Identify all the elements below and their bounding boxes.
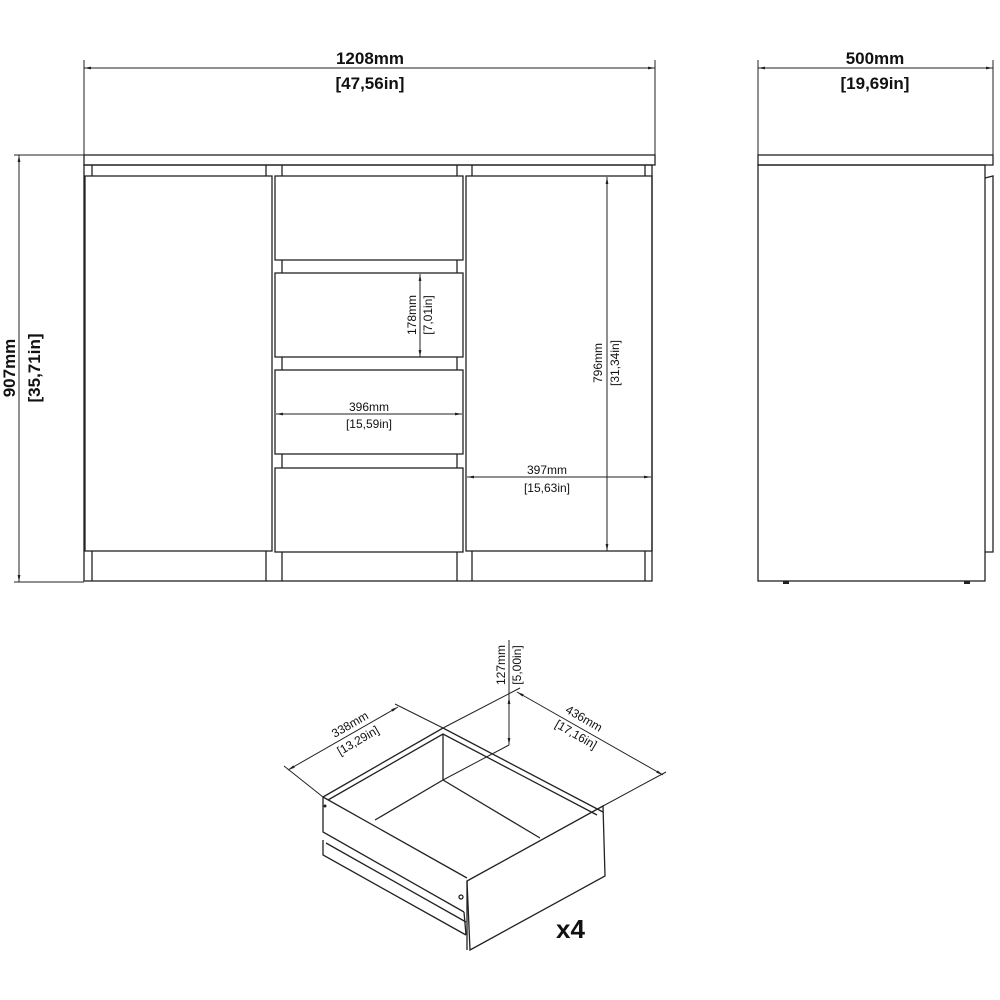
drawer-front-4 xyxy=(274,467,464,553)
depth-in-label: [19,69in] xyxy=(841,74,910,93)
left-door xyxy=(84,175,273,552)
drawer-width-mm-label: 396mm xyxy=(349,400,389,414)
door-height-mm-label: 796mm xyxy=(591,343,605,383)
drawer-detail: 338mm [13,29in] 436mm [17,16in] 127mm [5… xyxy=(283,640,667,952)
drawer-height-mm-label: 178mm xyxy=(405,295,419,335)
drawer-height-in-label: [7,01in] xyxy=(421,295,435,334)
drawer-front-3 xyxy=(274,369,464,455)
top-board xyxy=(83,154,656,166)
carcass xyxy=(83,164,653,582)
drawer-front-2 xyxy=(274,272,464,358)
drawer-front-panel xyxy=(466,804,606,952)
right-door xyxy=(465,175,653,552)
door-width-in-label: [15,63in] xyxy=(524,481,570,495)
width-in-label: [47,56in] xyxy=(336,74,405,93)
side-panel xyxy=(757,164,986,582)
door-height-in-label: [31,34in] xyxy=(608,340,622,386)
side-top-board xyxy=(757,154,994,166)
drawer-height-mm-label-iso: 127mm xyxy=(494,645,508,685)
height-in-label: [35,71in] xyxy=(25,334,44,403)
door-width-mm-label: 397mm xyxy=(527,463,567,477)
drawer-width-in-label: [15,59in] xyxy=(346,417,392,431)
height-mm-label: 907mm xyxy=(0,339,19,398)
width-mm-label: 1208mm xyxy=(336,49,404,68)
drawer-height-in-label-iso: [5,00in] xyxy=(510,645,524,684)
depth-mm-label: 500mm xyxy=(846,49,905,68)
front-view: 1208mm [47,56in] 907mm [35,71in] 178mm [… xyxy=(0,49,656,583)
side-view: 500mm [19,69in] xyxy=(757,49,994,584)
door-edge xyxy=(984,175,994,553)
drawer-front-1 xyxy=(274,175,464,261)
quantity-label: x4 xyxy=(556,914,585,944)
